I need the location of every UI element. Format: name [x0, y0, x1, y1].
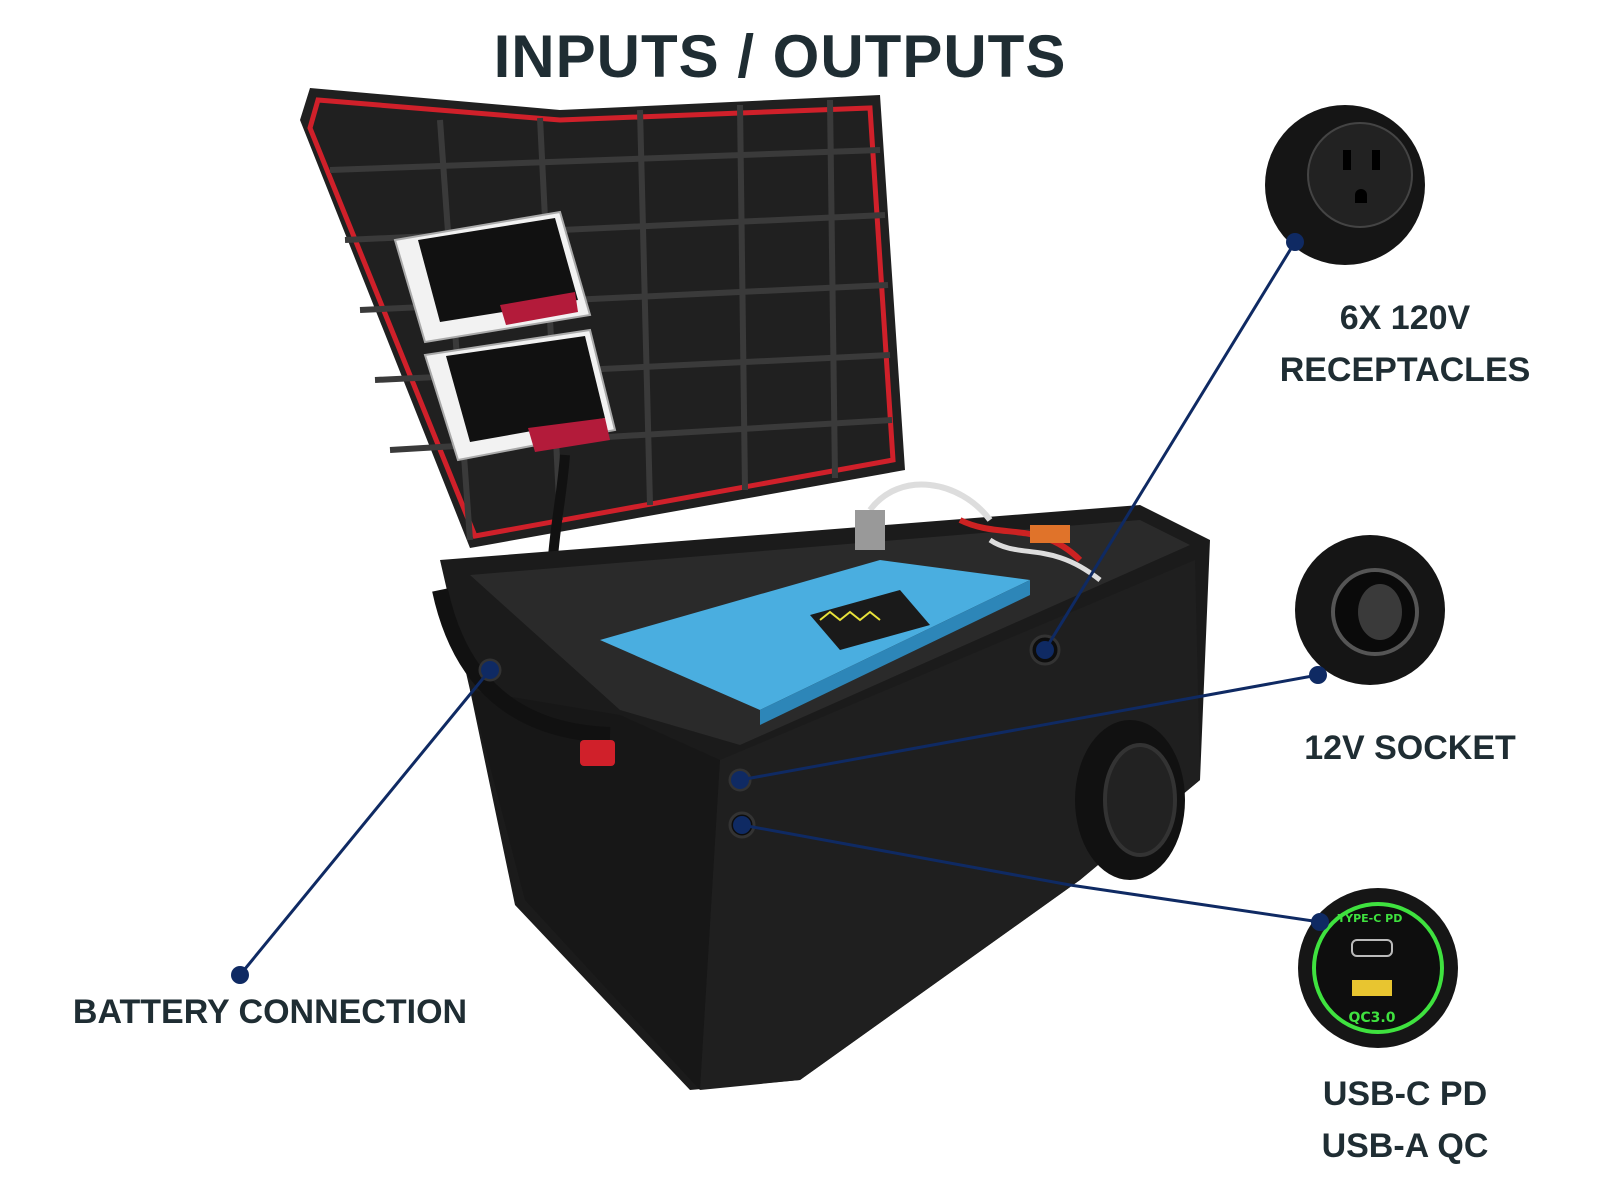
wheel [1075, 720, 1185, 880]
receptacles-label: 6X 120V RECEPTACLES [1255, 292, 1555, 396]
battery-label: BATTERY CONNECTION [40, 986, 500, 1038]
usb-inset: TYPE-C PD QC3.0 [1298, 888, 1458, 1048]
receptacles-label-line1: 6X 120V [1339, 299, 1471, 337]
usb-bottom-text: QC3.0 [1349, 1010, 1396, 1026]
usb-top-text: TYPE-C PD [1338, 912, 1403, 925]
socket-label: 12V SOCKET [1285, 722, 1535, 774]
leader-lines [238, 241, 1321, 976]
socket-inset [1295, 535, 1445, 685]
battery-terminal [580, 740, 615, 766]
receptacles-label-line2: RECEPTACLES [1279, 351, 1531, 389]
inverter [600, 560, 1030, 725]
charge-controller-top [393, 210, 592, 344]
page-title: INPUTS / OUTPUTS [493, 23, 1067, 90]
wiring-cluster [855, 481, 1102, 582]
receptacle-inset [1265, 105, 1425, 265]
usb-label-line2: USB-A QC [1321, 1127, 1489, 1165]
case-lid [300, 88, 905, 548]
socket-label-line1: 12V SOCKET [1304, 729, 1516, 767]
usb-label: USB-C PD USB-A QC [1290, 1068, 1520, 1172]
battery-label-line1: BATTERY CONNECTION [72, 993, 468, 1031]
leader-dots [231, 233, 1329, 984]
charge-controller-bottom [423, 328, 617, 462]
usb-label-line1: USB-C PD [1322, 1075, 1488, 1113]
